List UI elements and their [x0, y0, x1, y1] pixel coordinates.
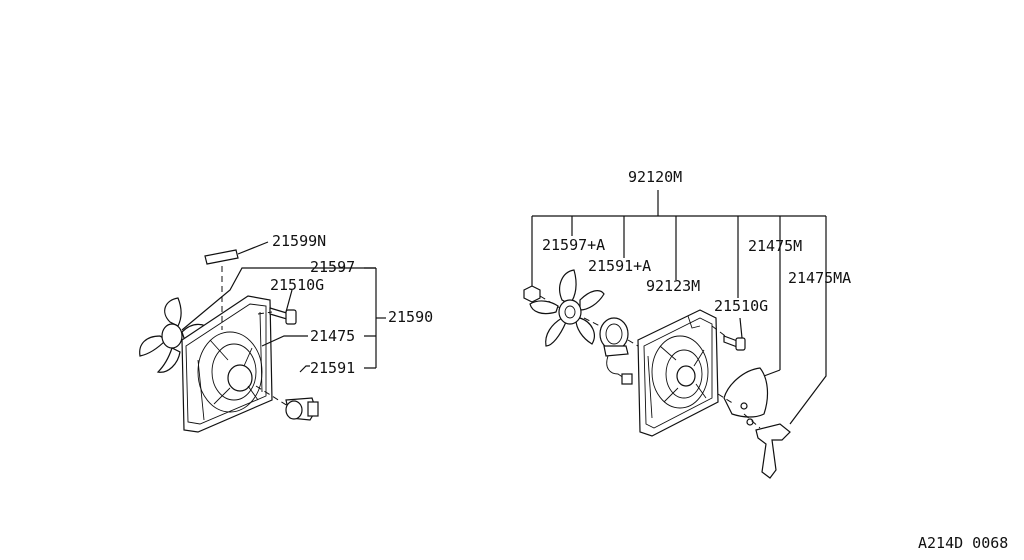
label-92120m: 92120M [628, 168, 682, 186]
right-shroud-part [637, 309, 719, 437]
label-21597a: 21597+A [542, 236, 605, 254]
left-shroud-part [181, 295, 273, 433]
right-fan-blade-part [529, 269, 605, 347]
label-21510g-right: 21510G [714, 297, 768, 315]
label-21591a: 21591+A [588, 257, 651, 275]
label-21599n: 21599N [272, 232, 326, 250]
left-motor-part [285, 397, 319, 421]
right-motor-part [599, 317, 633, 385]
label-92123m: 92123M [646, 277, 700, 295]
right-nut-part [523, 285, 541, 303]
right-bracket-part [746, 418, 791, 479]
right-bolt-part [723, 335, 746, 351]
right-fan-assembly [523, 190, 827, 479]
label-21475-left: 21475 [310, 327, 355, 345]
label-21591-left: 21591 [310, 359, 355, 377]
label-21475m: 21475M [748, 237, 802, 255]
label-21475ma: 21475MA [788, 269, 851, 287]
label-21597-left: 21597 [310, 258, 355, 276]
label-21590: 21590 [388, 308, 433, 326]
diagram-code: A214D 0068 [918, 534, 1008, 552]
right-shield-plate-part [723, 367, 769, 418]
label-21510g-left: 21510G [270, 276, 324, 294]
left-fan-assembly [139, 241, 386, 433]
left-bolt-part [269, 307, 297, 325]
seal-strip-part [204, 249, 239, 265]
